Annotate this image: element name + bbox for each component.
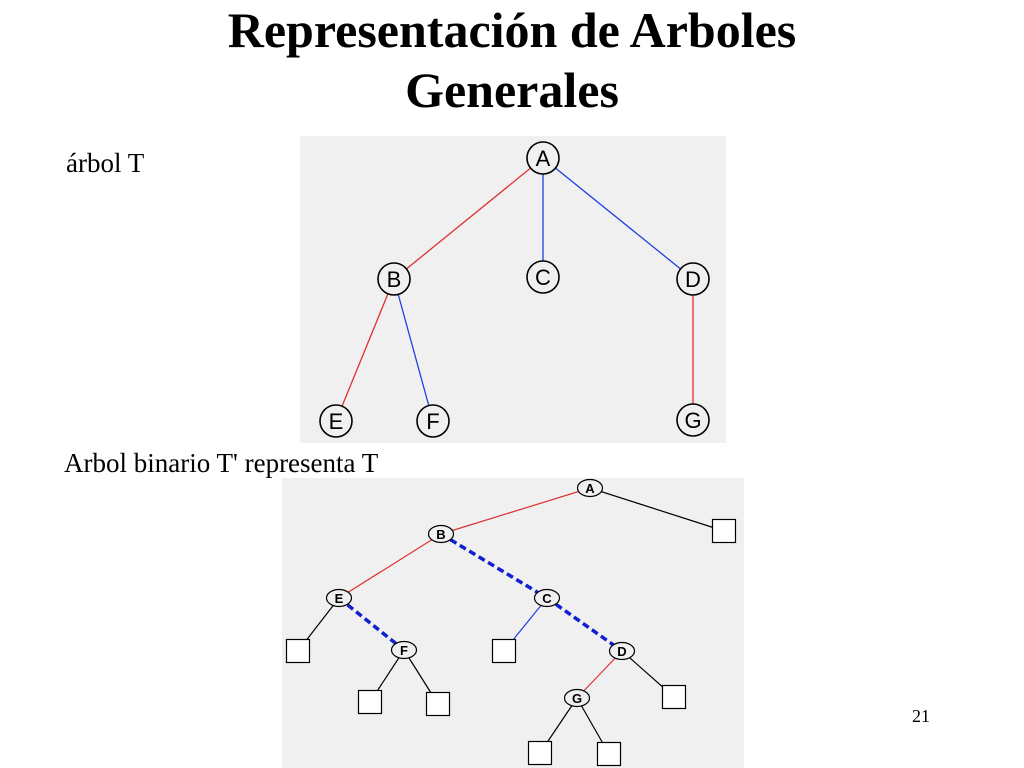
- binary-tree-svg: A B E C F D G: [285, 478, 737, 767]
- general-tree-svg: A B C D E F G: [319, 141, 710, 438]
- binary-tree-node-c: C: [533, 588, 561, 608]
- binary-tree-diagram: A B E C F D G: [282, 478, 744, 768]
- general-tree-diagram: A B C D E F G: [300, 136, 726, 443]
- slide-title: Representación de Arboles Generales: [0, 0, 1024, 120]
- binary-tree-null-leaf: [596, 741, 622, 767]
- tree-t-node-label: C: [535, 265, 551, 290]
- binary-tree-node-b: B: [427, 524, 455, 544]
- tree-t-edge-a-b: [393, 157, 544, 280]
- tree-t-node-label: F: [426, 409, 439, 434]
- tree-t-node-label: B: [387, 267, 402, 292]
- tree-t-node-d: D: [676, 262, 710, 296]
- binary-tree-edge-b-c: [440, 532, 548, 600]
- slide-number: 21: [912, 706, 930, 726]
- binary-tree-node-label: E: [335, 591, 344, 606]
- binary-tree-null-leaf: [425, 691, 451, 717]
- binary-tree-node-f: F: [390, 640, 418, 660]
- tree-t-node-f: F: [416, 404, 450, 438]
- tree-t-node-label: G: [684, 408, 701, 433]
- binary-tree-node-label: G: [572, 691, 582, 706]
- tree-t-node-c: C: [526, 260, 560, 294]
- slide-title-line-2: Generales: [405, 62, 619, 118]
- binary-tree-edge-a-b: [440, 487, 591, 535]
- tree-t-edge-b-f: [393, 278, 434, 422]
- binary-tree-null-leaf: [285, 638, 311, 664]
- binary-tree-node-label: A: [585, 481, 595, 496]
- binary-tree-node-label: C: [542, 591, 552, 606]
- binary-tree-edge-a-n1: [589, 487, 725, 532]
- binary-tree-node-a: A: [576, 478, 604, 498]
- binary-tree-label: Arbol binario T' representa T: [64, 448, 379, 478]
- binary-tree-null-leaf: [711, 518, 737, 544]
- tree-t-edge-a-d: [542, 157, 694, 280]
- tree-t-node-b: B: [377, 262, 411, 296]
- tree-t-node-e: E: [319, 404, 353, 438]
- tree-t-node-label: E: [329, 409, 344, 434]
- binary-tree-node-g: G: [563, 688, 591, 708]
- binary-tree-node-label: B: [436, 527, 445, 542]
- binary-tree-null-leaf: [491, 638, 517, 664]
- binary-tree-node-label: D: [617, 644, 626, 659]
- binary-tree-null-leaf: [357, 689, 383, 715]
- binary-tree-edge-d-g: [576, 650, 623, 699]
- tree-t-edge-b-e: [335, 278, 395, 422]
- binary-tree-edge-c-d: [545, 596, 624, 653]
- tree-t-node-g: G: [676, 403, 710, 437]
- tree-t-node-label: D: [685, 267, 701, 292]
- binary-tree-null-leaf: [661, 684, 687, 710]
- binary-tree-node-e: E: [325, 588, 353, 608]
- slide-title-line-1: Representación de Arboles: [227, 2, 797, 58]
- tree-t-label: árbol T: [66, 148, 145, 178]
- binary-tree-edge-b-e: [338, 533, 442, 599]
- binary-tree-node-d: D: [608, 641, 636, 661]
- binary-tree-null-leaf: [527, 740, 553, 766]
- binary-tree-edge-e-f: [337, 596, 406, 652]
- tree-t-node-label: A: [536, 146, 551, 171]
- binary-tree-node-label: F: [400, 643, 408, 658]
- tree-t-node-a: A: [526, 141, 560, 175]
